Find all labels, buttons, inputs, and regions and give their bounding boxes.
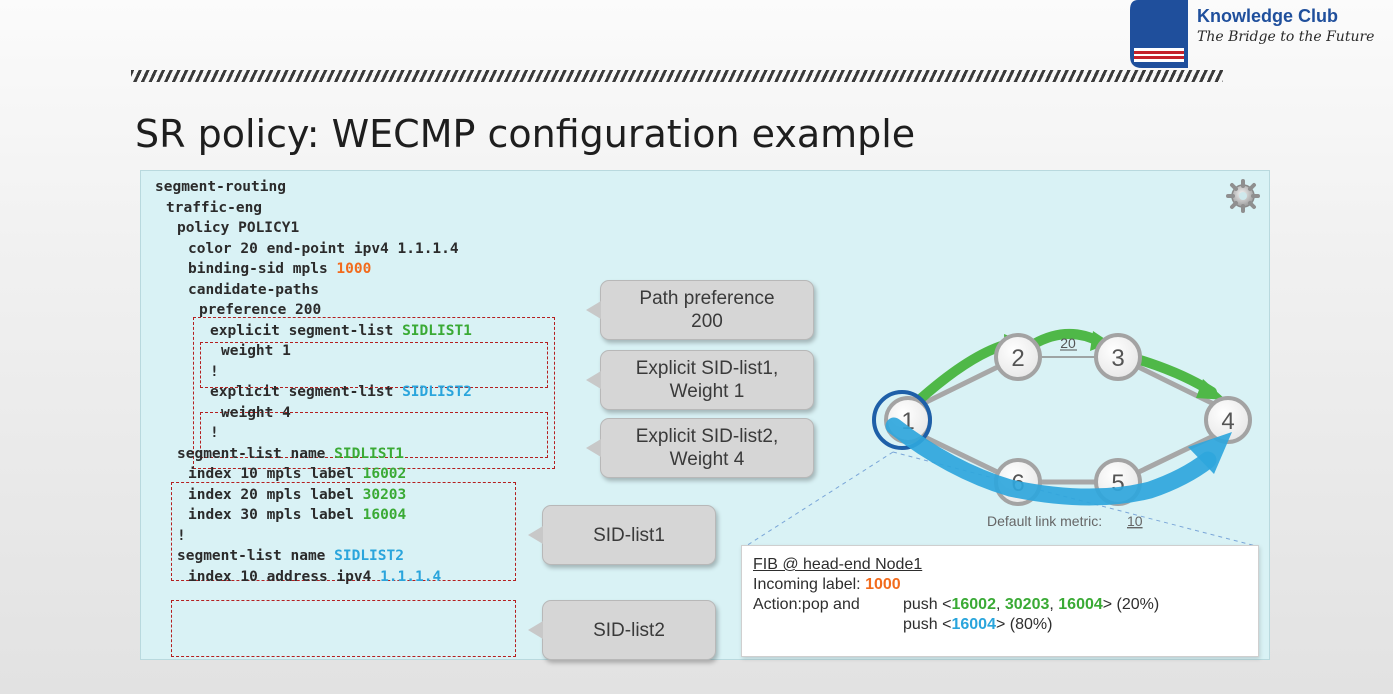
fib-text: push <	[903, 616, 952, 633]
projection-line	[745, 451, 894, 547]
sidlist2-def-box	[171, 600, 516, 657]
path-sidlist1-arrowhead	[1196, 379, 1226, 400]
config-line: weight 4	[221, 405, 291, 421]
label-value: 30203	[1004, 596, 1050, 613]
node-label: 2	[1011, 345, 1024, 372]
endpoint-address: 1.1.1.4	[380, 569, 442, 585]
label-value: 16004	[1058, 596, 1103, 613]
sidlist2-ref-box	[200, 412, 548, 458]
path-sidlist2-arrowhead	[1188, 432, 1232, 474]
callout-sidlist1-weight: Explicit SID-list1, Weight 1	[586, 350, 814, 410]
brand-logo: Knowledge Club The Bridge to the Future	[1128, 0, 1393, 70]
label-value: 30203	[362, 487, 407, 503]
label-value: 16002	[951, 596, 996, 613]
config-text: index 20 mpls label	[188, 487, 363, 503]
config-line: index 10 mpls label 16002	[188, 464, 406, 485]
config-line: index 30 mpls label 16004	[188, 505, 406, 526]
config-line: explicit segment-list SIDLIST1	[210, 321, 472, 342]
slide-title: SR policy: WECMP configuration example	[135, 112, 916, 156]
callout-text: Weight 1	[669, 381, 745, 402]
hatched-divider	[131, 70, 1223, 82]
callout-text: 200	[691, 311, 723, 332]
callout-text: Explicit SID-list2,	[635, 426, 779, 447]
config-text: explicit segment-list	[210, 323, 403, 339]
head-end-highlight-ring	[872, 390, 932, 450]
sidlist1-def-box	[171, 482, 516, 581]
node-3: 3	[1094, 333, 1142, 381]
callout-text: SID-list1	[593, 524, 665, 546]
config-line: index 10 address ipv4 1.1.1.4	[188, 567, 441, 588]
config-line: index 20 mpls label 30203	[188, 485, 406, 506]
label-value: 16002	[362, 466, 407, 482]
config-line: policy POLICY1	[177, 220, 300, 236]
gear-icon	[1226, 179, 1260, 213]
config-line: !	[210, 425, 219, 441]
incoming-label-value: 1000	[865, 576, 901, 593]
config-line: traffic-eng	[166, 200, 263, 216]
config-line: color 20 end-point ipv4 1.1.1.4	[188, 241, 459, 257]
config-text: segment-list name	[177, 548, 335, 564]
label-value: 16004	[951, 616, 996, 633]
config-line: preference 200	[199, 302, 322, 318]
config-line: segment-list name SIDLIST1	[177, 444, 404, 465]
path-sidlist2-arrow	[885, 417, 1217, 506]
node-label: 3	[1111, 345, 1124, 372]
config-line: binding-sid mpls 1000	[188, 259, 371, 280]
sidlist2-name: SIDLIST2	[402, 384, 472, 400]
default-metric-value: 10	[1127, 513, 1143, 529]
label-value: 16004	[362, 507, 407, 523]
link-metric-label: 20	[1060, 335, 1076, 351]
fib-text: ,	[995, 596, 1005, 613]
config-line: !	[210, 364, 219, 380]
fib-text: push <	[903, 596, 952, 613]
brand-tagline: The Bridge to the Future	[1197, 29, 1375, 45]
binding-sid-value: 1000	[336, 261, 372, 277]
fib-text: > (20%)	[1102, 596, 1160, 613]
config-text: explicit segment-list	[210, 384, 403, 400]
callout-text: Path preference	[639, 288, 775, 309]
fib-push-2: push <16004> (80%)	[903, 616, 1052, 634]
fib-incoming-label: Incoming label: 1000	[753, 576, 901, 594]
callout-text: SID-list2	[593, 619, 665, 641]
sidlist1-ref-box	[200, 342, 548, 388]
callout-path-preference: Path preference 200	[586, 280, 814, 340]
config-text: segment-list name	[177, 446, 335, 462]
fib-text: Incoming label:	[753, 576, 866, 593]
callout-sidlist1: SID-list1	[528, 505, 716, 565]
fib-text: ,	[1049, 596, 1059, 613]
config-line: explicit segment-list SIDLIST2	[210, 382, 472, 403]
config-text: binding-sid mpls	[188, 261, 337, 277]
node-2: 2	[994, 333, 1042, 381]
callout-sidlist2: SID-list2	[528, 600, 716, 660]
sidlist1-name: SIDLIST1	[402, 323, 472, 339]
fib-table-box: FIB @ head-end Node1 Incoming label: 100…	[741, 545, 1259, 657]
config-text: index 10 mpls label	[188, 466, 363, 482]
node-label: 4	[1221, 408, 1234, 435]
callout-sidlist2-weight: Explicit SID-list2, Weight 4	[586, 418, 814, 478]
sidlist2-name: SIDLIST2	[334, 548, 404, 564]
preference-block-box	[193, 317, 555, 469]
fib-title: FIB @ head-end Node1	[753, 556, 923, 573]
default-metric-text: Default link metric:	[987, 513, 1102, 529]
fib-text: > (80%)	[995, 616, 1053, 633]
fib-push-1: push <16002, 30203, 16004> (20%)	[903, 596, 1159, 614]
book-logo-icon	[1130, 0, 1188, 68]
config-line: !	[177, 528, 186, 544]
config-text: index 30 mpls label	[188, 507, 363, 523]
config-text: index 10 address ipv4	[188, 569, 381, 585]
fib-action: Action:pop and	[753, 596, 860, 613]
callout-text: Explicit SID-list1,	[635, 358, 779, 379]
config-line: weight 1	[221, 343, 291, 359]
node-4: 4	[1204, 396, 1252, 444]
config-line: segment-routing	[155, 179, 286, 195]
sidlist1-name: SIDLIST1	[334, 446, 404, 462]
callout-text: Weight 4	[669, 449, 745, 470]
config-line: segment-list name SIDLIST2	[177, 546, 404, 567]
config-line: candidate-paths	[188, 282, 319, 298]
brand-name: Knowledge Club	[1197, 6, 1338, 26]
